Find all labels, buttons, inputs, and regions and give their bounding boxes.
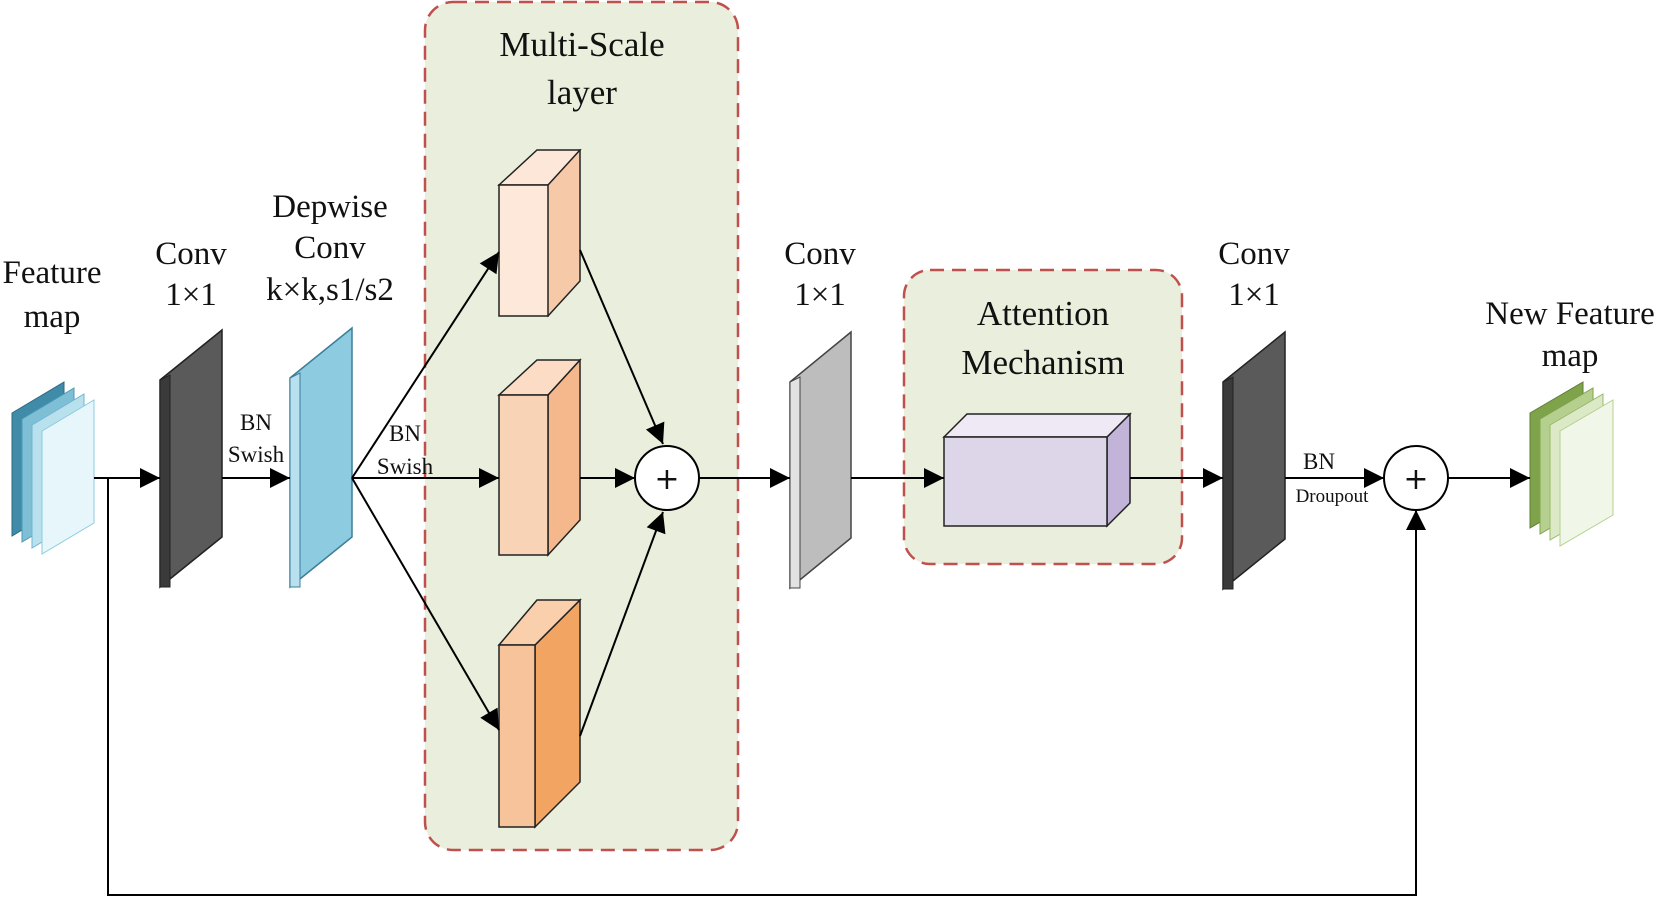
- depwise-label-line1: Depwise: [272, 189, 387, 225]
- conv1-label-line1: Conv: [155, 236, 227, 272]
- input-label-line2: map: [24, 299, 81, 335]
- ms-branch-bottom: [497, 598, 582, 829]
- text-labels: Feature map Conv 1×1 Depwise Conv k×k,s1…: [3, 25, 1655, 507]
- conv1-block: [159, 328, 223, 589]
- connections: [94, 249, 1530, 896]
- depwise-block: [289, 326, 353, 589]
- ms-branch-middle: [497, 358, 582, 557]
- ms-branch-top: [497, 148, 582, 318]
- attention-label-line2: Mechanism: [961, 343, 1124, 382]
- edge-branch-bottom-sum: [579, 511, 666, 737]
- act3-label-line2: Droupout: [1296, 486, 1370, 507]
- edge-branch-top-sum: [579, 249, 665, 445]
- edge-residual-skip: [107, 478, 1426, 896]
- sum-node-1: +: [634, 445, 700, 511]
- output-label-line2: map: [1542, 338, 1599, 374]
- conv2-label-line1: Conv: [784, 236, 856, 272]
- act1-label-line2: Swish: [228, 442, 285, 467]
- edge-depwise-branch-bottom: [351, 477, 500, 731]
- conv3-block: [1222, 330, 1286, 591]
- input-label-line1: Feature: [3, 255, 102, 291]
- output-label-line1: New Feature: [1485, 296, 1655, 332]
- output-feature-map: [1529, 381, 1614, 547]
- act3-label-line1: BN: [1303, 449, 1335, 474]
- multiscale-label-line1: Multi-Scale: [499, 25, 664, 64]
- multiscale-region: [423, 0, 740, 852]
- input-feature-map: [11, 381, 95, 555]
- conv1-label-line2: 1×1: [165, 277, 217, 313]
- attention-block: [942, 412, 1132, 528]
- conv3-label-line1: Conv: [1218, 236, 1290, 272]
- conv3-label-line2: 1×1: [1228, 277, 1280, 313]
- act1-label-line1: BN: [240, 410, 272, 435]
- conv2-label-line2: 1×1: [794, 277, 846, 313]
- sum-node-2-symbol: +: [1403, 462, 1428, 497]
- depwise-label-line3: k×k,s1/s2: [266, 272, 394, 308]
- act2-label-line1: BN: [389, 421, 421, 446]
- edge-depwise-branch-top: [351, 251, 500, 479]
- sum-node-2: +: [1383, 445, 1449, 511]
- attention-label-line1: Attention: [977, 294, 1109, 333]
- multiscale-label-line2: layer: [547, 73, 617, 112]
- act2-label-line2: Swish: [377, 454, 434, 479]
- sum-node-1-symbol: +: [654, 462, 679, 497]
- depwise-label-line2: Conv: [294, 230, 366, 266]
- conv2-block: [789, 330, 852, 590]
